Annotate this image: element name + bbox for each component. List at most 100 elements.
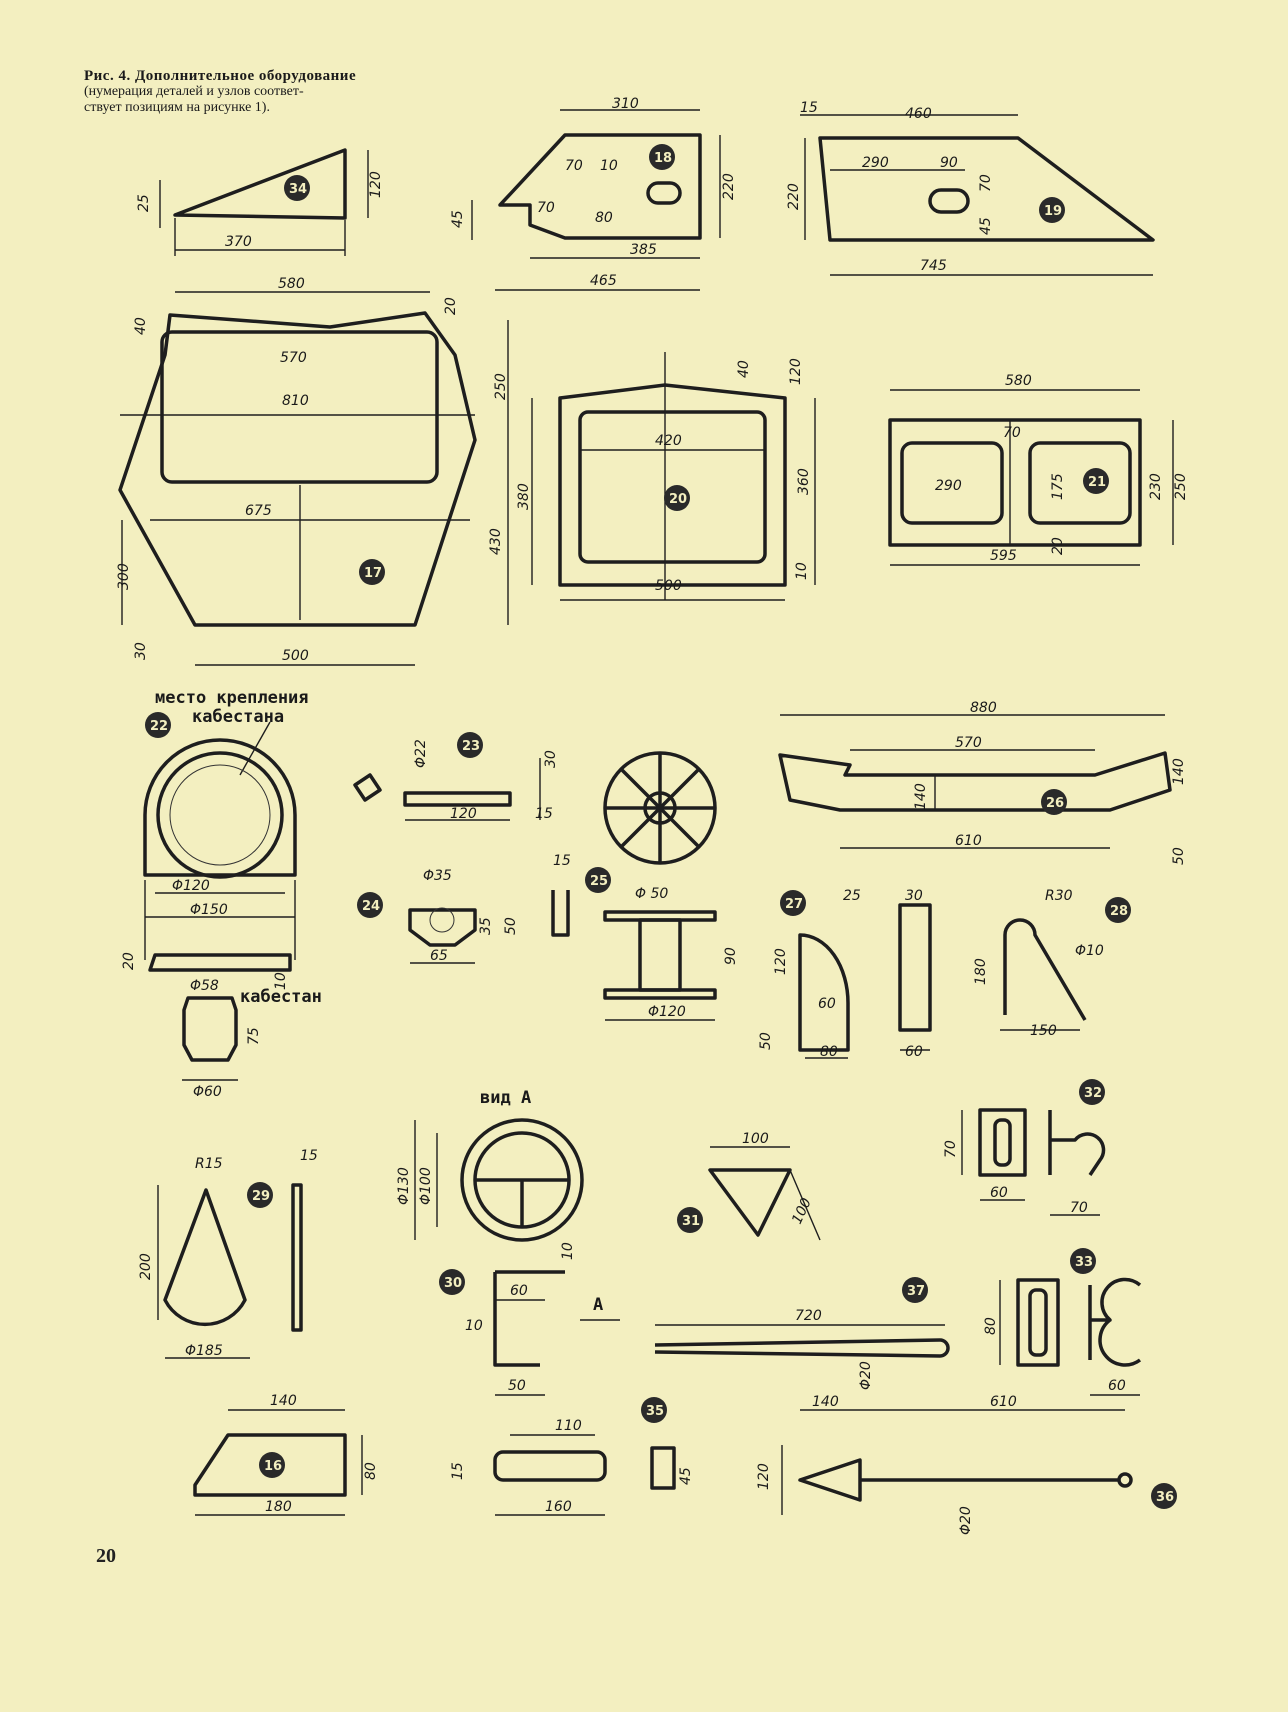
spool-drawing: Φ 50 90 Φ120 [603,886,739,1021]
dim-text: 140 [270,1393,297,1409]
dim-text: 580 [278,276,305,292]
dim-text: 385 [630,242,657,258]
capstan-mount-label: место крепления [155,688,309,708]
dim-text: 10 [560,1242,576,1260]
dim-text: 300 [116,563,132,590]
dim-text: 45 [678,1467,694,1485]
dim-text: 100 [742,1131,769,1147]
part-badge-label: 21 [1088,475,1106,490]
dim-text: 360 [796,468,812,495]
dim-text: 50 [508,1378,526,1394]
dim-text: Φ130 [396,1167,412,1205]
part-27-drawing: 25 30 120 60 50 80 60 [758,888,932,1060]
part-19-drawing: 15 460 290 90 70 220 45 745 [786,100,1155,276]
dim-text: 90 [723,947,739,965]
part-badge-label: 37 [907,1284,925,1299]
part-badge-label: 20 [669,492,687,507]
part-badge-label: 25 [590,874,608,889]
part-badge-26 [1041,789,1067,815]
view-a-drawing: вид А Φ130 Φ100 [396,1088,584,1242]
part-badge-label: 28 [1110,904,1128,919]
part-badge-24 [357,892,383,918]
dim-text: 80 [595,210,613,226]
caption-line-3: ствует позициям на рисунке 1). [84,100,270,115]
dim-text: 60 [1108,1378,1126,1394]
dim-text: 290 [935,478,962,494]
caption-title: Рис. 4. Дополнительное оборудование [84,68,357,84]
dim-text: 595 [990,548,1017,564]
dim-text: 30 [543,750,559,768]
dim-text: 65 [430,948,448,964]
dim-text: 80 [363,1462,379,1480]
capstan-drawing: Φ58 кабестан 75 Φ60 [182,978,322,1100]
part-badge-label: 22 [150,719,168,734]
dim-text: 25 [136,194,152,212]
dim-text: 810 [282,393,309,409]
part-24-drawing: Φ35 35 50 65 [408,868,519,964]
dim-text: 250 [493,373,509,400]
part-badge-label: 31 [682,1214,700,1229]
dim-text: 60 [905,1044,923,1060]
part-badge-35 [641,1397,667,1423]
dim-text: 220 [786,183,802,210]
dim-text: 15 [535,806,553,822]
dim-text: 70 [1070,1200,1088,1216]
part-badge-32 [1079,1079,1105,1105]
dim-text: 75 [246,1027,262,1045]
dim-text: 140 [812,1394,839,1410]
dim-text: 40 [133,317,149,335]
part-22-drawing: место крепления кабестана Φ120 Φ150 20 1… [121,688,309,990]
dim-text: Φ22 [413,739,429,768]
part-25-drawing: 15 [551,853,571,937]
part-badge-label: 19 [1044,204,1062,219]
dim-text: 60 [510,1283,528,1299]
part-badge-16 [259,1452,285,1478]
part-badge-label: 30 [444,1276,462,1291]
part-badge-19 [1039,197,1065,223]
part-badge-label: 26 [1046,796,1064,811]
caption-line-2: (нумерация деталей и узлов соответ- [84,84,304,99]
dim-text: 35 [478,917,494,935]
dim-text: 580 [1005,373,1032,389]
dim-text: Φ10 [1075,943,1104,959]
dim-text: R15 [195,1156,223,1172]
dim-text: 40 [736,360,752,378]
part-badge-34 [284,175,310,201]
dim-text: 15 [450,1462,466,1480]
dim-text: 70 [1003,425,1021,441]
part-badge-29 [247,1182,273,1208]
part-23-drawing: Φ22 30 120 15 [353,739,559,822]
dim-text: 60 [990,1185,1008,1201]
dim-text: 180 [973,958,989,985]
dim-text: 25 [843,888,861,904]
dim-text: 45 [450,210,466,228]
dim-text: 570 [280,350,307,366]
part-badge-27 [780,890,806,916]
dim-text: 570 [955,735,982,751]
dim-text: 720 [795,1308,822,1324]
dim-text: 880 [970,700,997,716]
dim-text: 500 [655,578,682,594]
dim-text: 120 [756,1463,772,1490]
part-32-drawing: 70 60 70 [943,1108,1106,1216]
dim-text: 420 [655,433,682,449]
dim-text: Φ20 [958,1506,974,1535]
dim-text: 30 [133,642,149,660]
dim-text: 120 [450,806,477,822]
part-badge-label: 23 [462,739,480,754]
dim-text: 430 [488,528,504,555]
dim-text: 15 [553,853,571,869]
dim-text: Φ120 [648,1004,686,1020]
wheel-drawing [603,751,717,865]
part-badge-21 [1083,468,1109,494]
dim-text: 100 [789,1196,815,1227]
dim-text: 80 [820,1044,838,1060]
dim-text: 20 [1050,537,1066,555]
capstan-mount-label-2: кабестана [192,707,284,727]
dim-text: 120 [368,171,384,198]
dim-text: 80 [983,1317,999,1335]
dim-text: Φ150 [190,902,228,918]
part-35-drawing: 110 15 45 160 [450,1418,694,1516]
part-21-drawing: 580 70 230 250 290 175 20 595 [888,373,1189,566]
dim-text: 10 [794,562,810,580]
